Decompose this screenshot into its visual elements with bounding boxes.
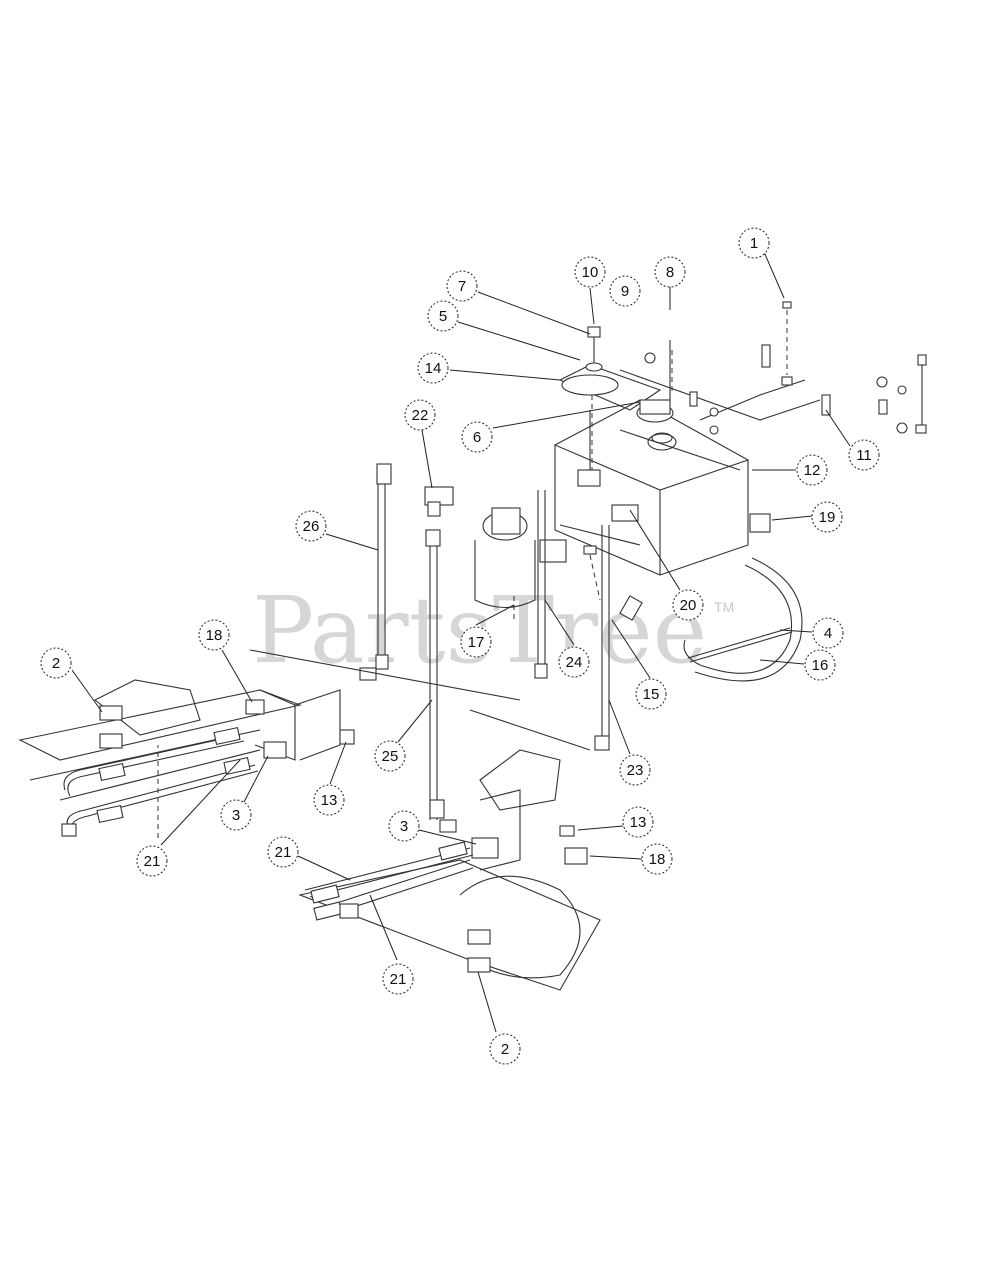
callout-25: 25 xyxy=(374,740,406,772)
callout-1: 1 xyxy=(738,227,770,259)
callout-8: 8 xyxy=(654,256,686,288)
callout-15: 15 xyxy=(635,678,667,710)
callout-18: 18 xyxy=(198,619,230,651)
callout-3: 3 xyxy=(220,799,252,831)
leader-lines xyxy=(71,251,851,1033)
svg-text:26: 26 xyxy=(303,518,320,535)
filler-cap xyxy=(636,340,674,423)
callouts: 1 10 9 8 7 5 14 22 6 11 12 26 19 20 4 17… xyxy=(40,227,880,1065)
callout-14: 14 xyxy=(417,352,449,384)
svg-text:16: 16 xyxy=(812,657,829,674)
svg-text:6: 6 xyxy=(473,429,481,446)
svg-text:8: 8 xyxy=(666,264,674,281)
callout-3: 3 xyxy=(388,810,420,842)
callout-21: 21 xyxy=(267,836,299,868)
svg-text:13: 13 xyxy=(630,814,647,831)
pump-lower xyxy=(298,749,601,991)
callout-2: 2 xyxy=(489,1033,521,1065)
callout-19: 19 xyxy=(811,501,843,533)
svg-text:12: 12 xyxy=(804,462,821,479)
svg-text:11: 11 xyxy=(856,447,872,464)
svg-text:10: 10 xyxy=(582,264,599,281)
svg-text:2: 2 xyxy=(52,655,60,672)
svg-text:1: 1 xyxy=(750,235,758,252)
svg-text:23: 23 xyxy=(627,762,644,779)
svg-text:7: 7 xyxy=(458,278,466,295)
fittings xyxy=(424,486,771,621)
hydraulic-tubes xyxy=(359,463,610,833)
svg-text:9: 9 xyxy=(621,283,629,300)
svg-text:24: 24 xyxy=(566,654,583,671)
callout-18: 18 xyxy=(641,843,673,875)
callout-11: 11 xyxy=(848,439,880,471)
callout-5: 5 xyxy=(427,300,459,332)
callout-22: 22 xyxy=(404,399,436,431)
svg-text:25: 25 xyxy=(382,748,399,765)
svg-text:17: 17 xyxy=(468,634,485,651)
svg-text:18: 18 xyxy=(206,627,223,644)
svg-text:5: 5 xyxy=(439,308,447,325)
svg-text:15: 15 xyxy=(643,686,660,703)
svg-text:21: 21 xyxy=(390,971,407,988)
svg-text:22: 22 xyxy=(412,407,429,424)
callout-26: 26 xyxy=(295,510,327,542)
svg-text:18: 18 xyxy=(649,851,666,868)
svg-text:3: 3 xyxy=(232,807,240,824)
svg-text:21: 21 xyxy=(144,853,161,870)
callout-12: 12 xyxy=(796,454,828,486)
hoses-upper xyxy=(61,726,259,837)
callout-10: 10 xyxy=(574,256,606,288)
callout-6: 6 xyxy=(461,421,493,453)
callout-20: 20 xyxy=(672,589,704,621)
callout-7: 7 xyxy=(446,270,478,302)
callout-13: 13 xyxy=(622,806,654,838)
callout-23: 23 xyxy=(619,754,651,786)
frame-lines xyxy=(249,429,741,751)
callout-16: 16 xyxy=(804,649,836,681)
callout-17: 17 xyxy=(460,626,492,658)
callout-24: 24 xyxy=(558,646,590,678)
svg-text:13: 13 xyxy=(321,792,338,809)
mount-bracket xyxy=(558,364,821,480)
callout-21: 21 xyxy=(382,963,414,995)
suction-hose xyxy=(683,557,803,682)
hardware-bolts xyxy=(644,301,927,435)
svg-text:20: 20 xyxy=(680,597,697,614)
watermark: PartsTree TM xyxy=(252,577,734,684)
callout-13: 13 xyxy=(313,784,345,816)
filter-canister xyxy=(474,507,536,620)
svg-text:2: 2 xyxy=(501,1041,509,1058)
hoses-lower xyxy=(304,841,474,921)
svg-text:4: 4 xyxy=(824,625,832,642)
svg-text:19: 19 xyxy=(819,509,836,526)
svg-text:14: 14 xyxy=(425,360,442,377)
callout-9: 9 xyxy=(609,275,641,307)
callout-2: 2 xyxy=(40,647,72,679)
watermark-trademark: TM xyxy=(714,599,734,615)
reservoir-tank xyxy=(553,399,750,576)
svg-text:3: 3 xyxy=(400,818,408,835)
svg-text:21: 21 xyxy=(275,844,292,861)
callout-21: 21 xyxy=(136,845,168,877)
cap-screw xyxy=(561,326,619,487)
callout-4: 4 xyxy=(812,617,844,649)
